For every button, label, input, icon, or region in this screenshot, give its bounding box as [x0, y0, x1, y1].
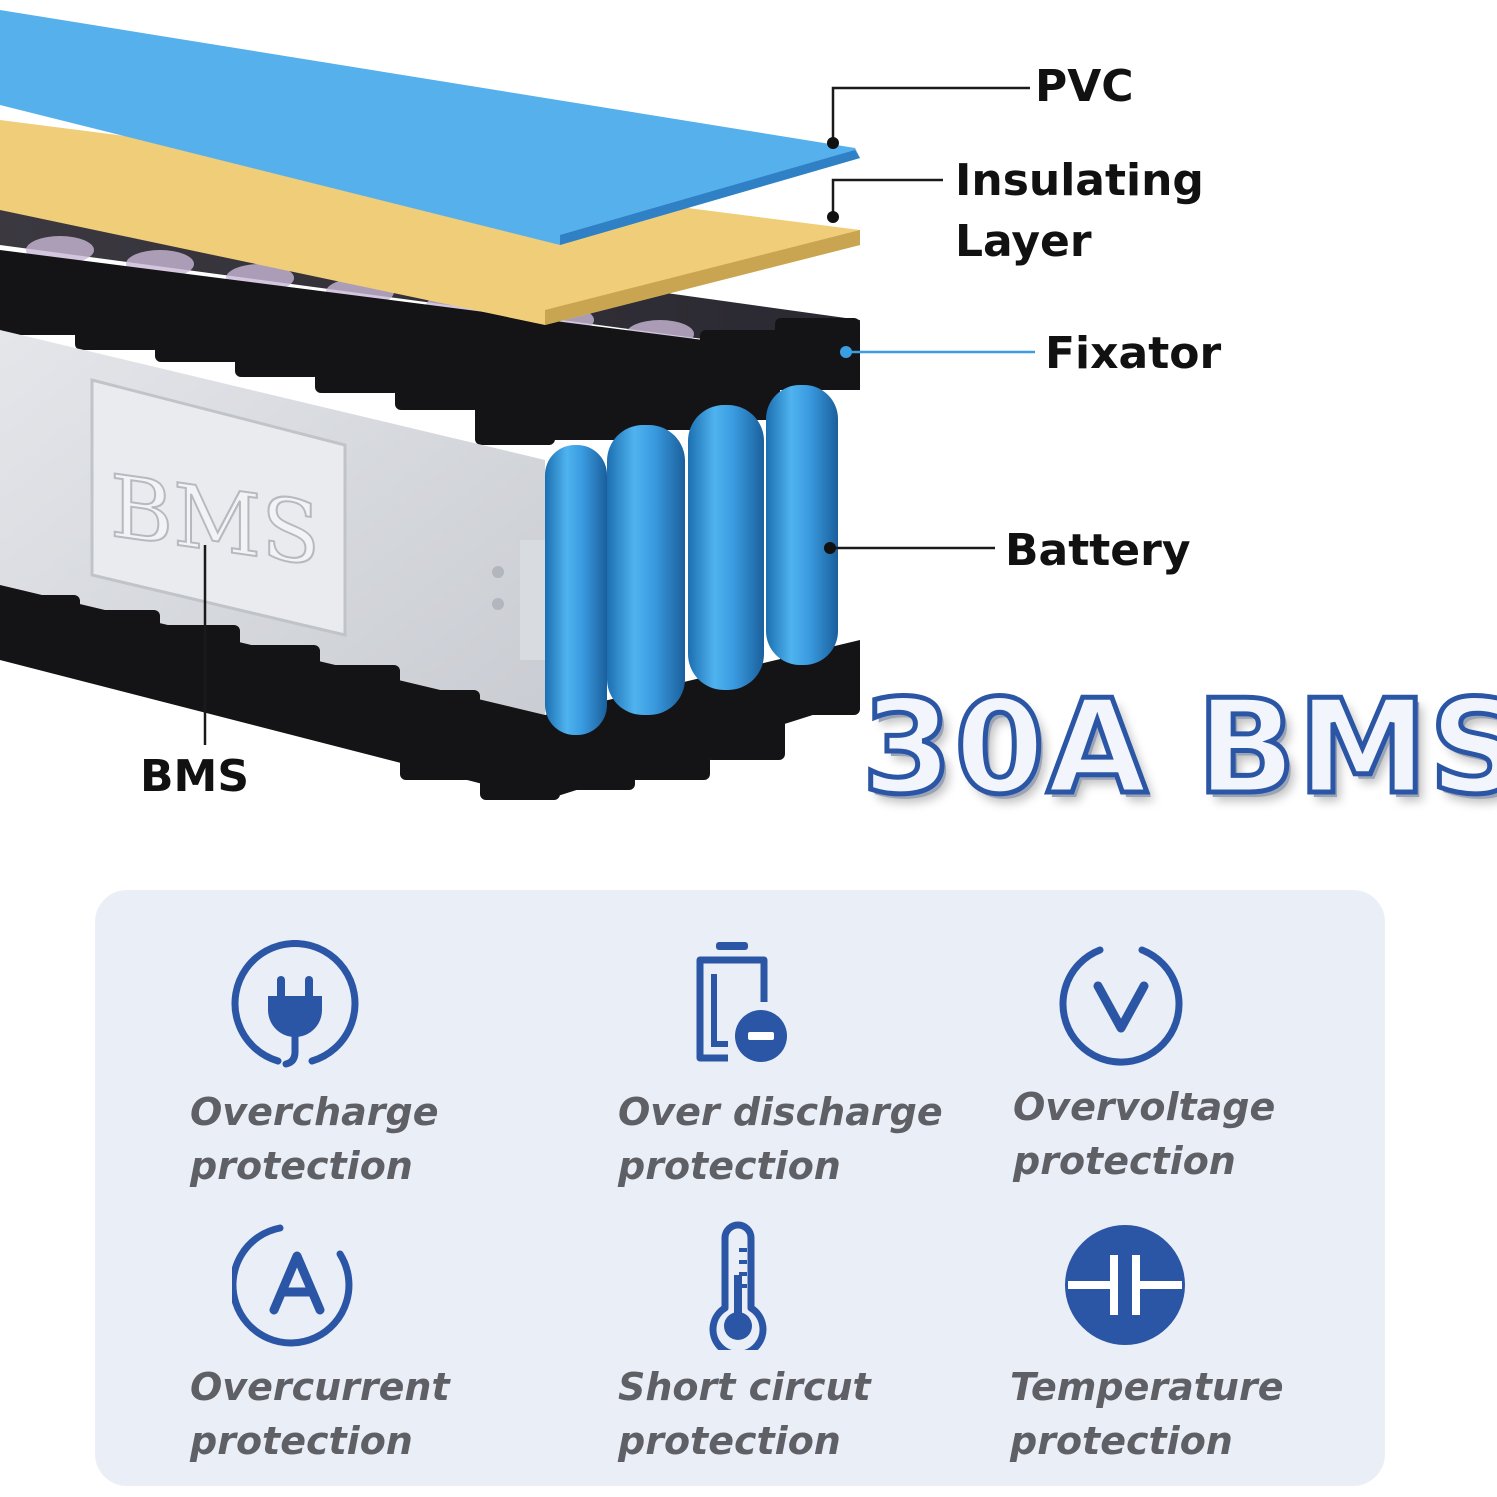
thermometer-icon [709, 1221, 767, 1350]
voltage-v-icon [1059, 946, 1183, 1066]
feature-overcurrent: Overcurrent protection [190, 1220, 590, 1490]
fixator-bottom-row [0, 585, 860, 800]
feature-short-circut: Short circut protection [618, 1220, 1018, 1490]
feature-temperature-line1: Temperature [1010, 1365, 1284, 1409]
pvc-sheet [0, 10, 860, 245]
leader-dots [824, 137, 852, 554]
capacitor-icon [1065, 1225, 1185, 1345]
label-insulating-line1: Insulating [955, 155, 1204, 206]
feature-over-discharge-line2: protection [618, 1144, 841, 1188]
label-pvc: PVC [1035, 61, 1134, 112]
features-panel: Overcharge protection Over discharge pro… [95, 890, 1385, 1486]
feature-overcurrent-line1: Overcurrent [190, 1365, 450, 1409]
feature-short-circut-line1: Short circut [618, 1365, 871, 1409]
feature-over-discharge-line1: Over discharge [618, 1090, 943, 1134]
label-fixator: Fixator [1045, 328, 1222, 379]
label-insulating-line2: Layer [955, 216, 1092, 267]
fixator-top-row [0, 250, 860, 445]
battery-cells [545, 385, 838, 735]
feature-temperature-line2: protection [1010, 1419, 1233, 1463]
feature-overcharge-line2: protection [190, 1144, 413, 1188]
leader-lines [203, 86, 1035, 745]
label-bms: BMS [140, 751, 250, 802]
feature-overcurrent-line2: protection [190, 1419, 413, 1463]
feature-overcharge: Overcharge protection [190, 940, 590, 1210]
feature-over-discharge: Over discharge protection [618, 940, 1018, 1210]
feature-overvoltage: Overvoltage protection [1013, 940, 1413, 1210]
ampere-a-icon [232, 1224, 353, 1347]
feature-overvoltage-line2: protection [1013, 1139, 1236, 1183]
plug-icon [231, 940, 359, 1068]
label-battery: Battery [1005, 525, 1191, 576]
feature-overvoltage-line1: Overvoltage [1013, 1085, 1276, 1129]
battery-minus-icon [696, 942, 787, 1062]
headline-30a-bms: 30A BMS [860, 670, 1497, 825]
battery-pack-diagram: BMS [0, 10, 1035, 800]
feature-temperature: Temperature protection [1010, 1220, 1410, 1490]
feature-short-circut-line2: protection [618, 1419, 841, 1463]
insulating-layer [0, 120, 860, 325]
feature-overcharge-line1: Overcharge [190, 1090, 439, 1134]
